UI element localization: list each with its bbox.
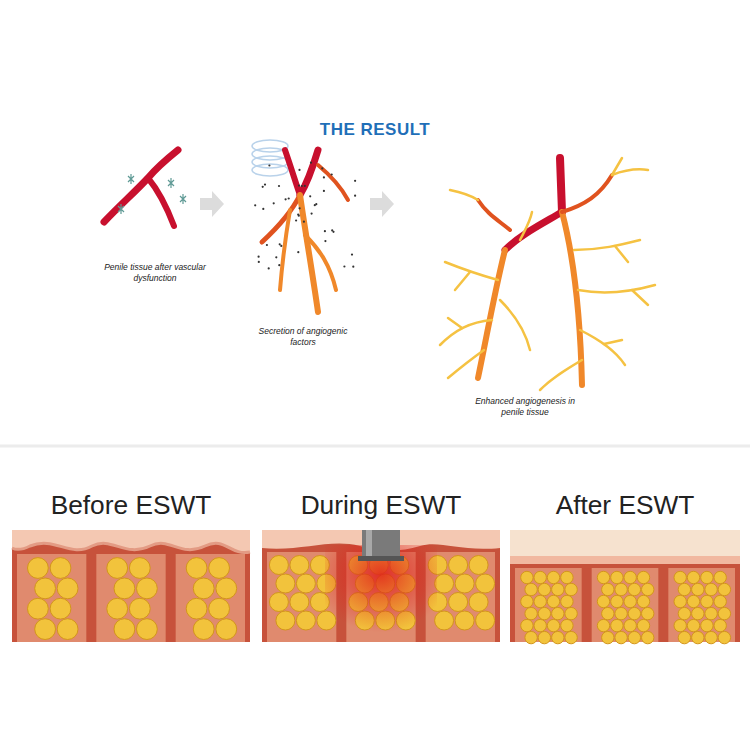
diagram-title: THE RESULT	[0, 120, 750, 140]
panel-heading: During ESWT	[262, 490, 500, 521]
cell-symbol	[118, 174, 186, 214]
shockwave-rings	[252, 140, 288, 176]
caption-label: Enhanced angiogenesis in penile tissue	[470, 396, 580, 418]
step-arrow	[370, 191, 394, 217]
panel-heading: Before ESWT	[12, 490, 250, 521]
caption-label: Penile tissue after vascular dysfunction	[95, 262, 215, 284]
separator	[0, 445, 750, 448]
tissue-before	[12, 530, 250, 642]
caption-label: Secretion of angiogenic factors	[258, 326, 348, 348]
shockwave-glow	[325, 545, 437, 642]
panel-node: Before ESWT	[12, 490, 250, 642]
step-arrow	[200, 191, 224, 217]
tissue-after	[510, 530, 740, 642]
panel-heading: After ESWT	[510, 490, 740, 521]
panel-node: During ESWT	[262, 490, 500, 642]
tissue-during	[262, 530, 500, 642]
eswt-probe	[358, 530, 404, 561]
panel-node: After ESWT	[510, 490, 740, 642]
